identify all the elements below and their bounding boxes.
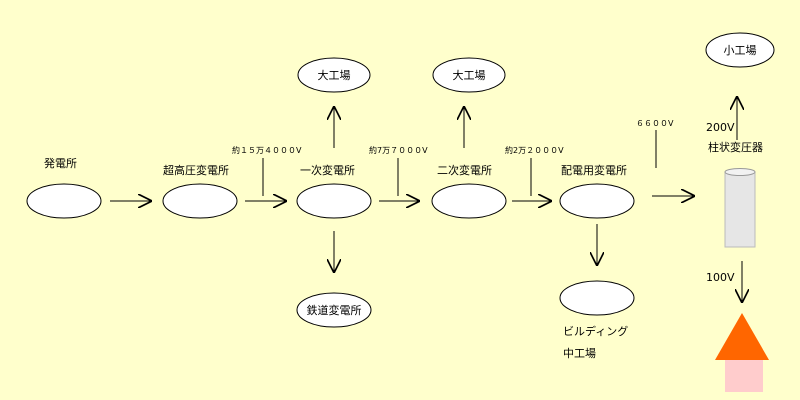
large-factory-2-node [432, 57, 506, 93]
voltage-label-3: 約2万２０００V [505, 146, 564, 155]
ultra-high-substation-node [162, 183, 238, 219]
large-factory-2-label: 大工場 [453, 68, 486, 82]
pole-transformer-body [724, 171, 756, 248]
large-factory-1-label: 大工場 [318, 68, 351, 82]
voltage-label-4: ６６００V [636, 119, 674, 128]
pole-transformer-top [724, 168, 756, 176]
building-node [559, 280, 635, 316]
voltage-label-100v: 100V [706, 271, 735, 284]
voltage-label-2: 約7万７０００V [369, 146, 428, 155]
large-factory-1-node [297, 57, 371, 93]
power-plant-label: 発電所 [44, 157, 77, 170]
secondary-substation-node [431, 183, 507, 219]
house-roof [715, 313, 769, 360]
medium-factory-label: 中工場 [563, 347, 596, 360]
small-factory-node [705, 32, 775, 68]
pole-transformer-label: 柱状変圧器 [708, 141, 763, 154]
distribution-substation-label: 配電用変電所 [561, 164, 627, 177]
railway-substation-label: 鉄道変電所 [307, 303, 362, 317]
power-plant-node [26, 183, 102, 219]
house-body [725, 360, 763, 392]
primary-substation-label: 一次変電所 [300, 164, 355, 177]
voltage-label-1: 約１５万４０００V [232, 146, 302, 155]
distribution-substation-node [559, 183, 635, 219]
primary-substation-node [296, 183, 372, 219]
small-factory-label: 小工場 [724, 44, 757, 57]
voltage-label-200v: 200V [706, 121, 735, 134]
secondary-substation-label: 二次変電所 [437, 164, 492, 177]
railway-substation-node [296, 292, 372, 328]
ultra-high-substation-label: 超高圧変電所 [163, 164, 229, 177]
building-label: ビルディング [563, 325, 629, 338]
